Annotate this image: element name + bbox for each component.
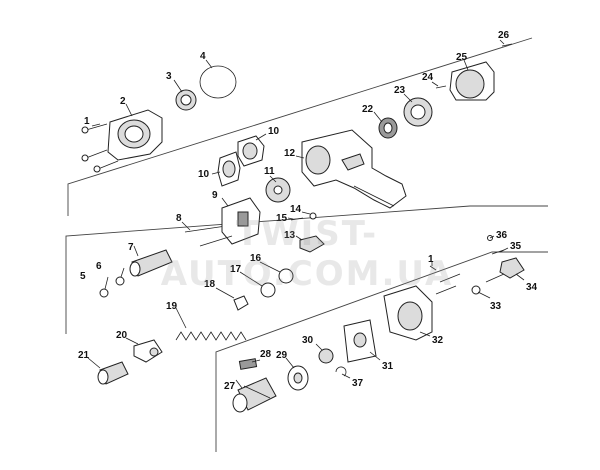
label-part-10-a: 10	[268, 126, 280, 137]
label-part-35: 35	[510, 241, 522, 252]
label-part-16: 16	[250, 253, 262, 264]
part-washer-30	[318, 348, 334, 364]
part-bushing-3	[175, 89, 197, 111]
label-part-15: 15	[276, 213, 288, 224]
label-part-11: 11	[264, 166, 275, 177]
label-part-10-b: 10	[198, 169, 210, 180]
label-part-1-right: 1	[428, 254, 434, 265]
part-rotor-27	[232, 377, 277, 413]
label-part-21: 21	[78, 350, 90, 361]
part-rear-plate-29	[287, 365, 309, 391]
label-part-14: 14	[290, 204, 302, 215]
part-end-housing-32	[383, 285, 433, 341]
label-part-24: 24	[422, 72, 434, 83]
part-sleeve-25	[449, 61, 495, 101]
label-part-7: 7	[128, 242, 134, 253]
group-frame-middle	[65, 205, 548, 334]
part-clip-37	[335, 366, 347, 377]
leader-lines	[87, 39, 525, 389]
part-screw-15	[290, 217, 304, 221]
label-part-32: 32	[432, 335, 444, 346]
label-part-22: 22	[362, 104, 374, 115]
label-part-36: 36	[496, 230, 508, 241]
label-part-19: 19	[166, 301, 178, 312]
part-reverse-knob-34	[485, 257, 525, 283]
label-part-3: 3	[166, 71, 172, 82]
part-filter-20	[133, 339, 163, 363]
part-pin-8	[184, 225, 227, 233]
part-air-inlet-21	[97, 361, 129, 385]
part-gasket-31	[343, 319, 377, 363]
label-part-23: 23	[394, 85, 406, 96]
label-part-28: 28	[260, 349, 272, 360]
part-blade-28	[238, 358, 258, 370]
label-part-8: 8	[176, 213, 182, 224]
part-washer-16	[278, 268, 294, 284]
label-part-6: 6	[96, 261, 102, 272]
label-part-26: 26	[498, 30, 510, 41]
label-part-9: 9	[212, 190, 218, 201]
label-part-25: 25	[456, 52, 468, 63]
part-spring-19	[175, 331, 247, 341]
part-pin-24	[435, 85, 447, 89]
part-hammer-cage-9	[199, 197, 261, 247]
label-part-29: 29	[276, 350, 288, 361]
part-screws-1	[81, 123, 119, 173]
part-trigger-13	[299, 235, 325, 253]
label-part-34: 34	[526, 282, 538, 293]
label-part-20: 20	[116, 330, 128, 341]
part-valve-stem-7	[129, 249, 173, 277]
label-part-18: 18	[204, 279, 216, 290]
label-part-13: 13	[284, 230, 296, 241]
part-o-ring-17	[260, 282, 276, 298]
part-main-housing-12	[301, 129, 407, 209]
part-screws-1-right	[429, 265, 461, 295]
part-bearing-22	[378, 117, 398, 139]
label-part-17: 17	[230, 264, 242, 275]
part-rear-cover-2	[107, 109, 163, 161]
label-part-37: 37	[352, 378, 364, 389]
label-part-12: 12	[284, 148, 296, 159]
part-pin-14	[309, 212, 317, 220]
part-ring-23	[403, 97, 433, 127]
group-frame-top	[67, 37, 533, 216]
part-spring-seat-18	[233, 295, 249, 311]
part-washer-6	[115, 276, 125, 286]
label-part-5: 5	[80, 271, 86, 282]
label-part-31: 31	[382, 361, 394, 372]
label-part-1: 1	[84, 116, 90, 127]
part-washer-11	[265, 177, 291, 203]
part-o-ring-4	[199, 65, 237, 99]
part-washer-5	[99, 288, 109, 298]
watermark: TWIST-AUTO.COM.UA	[160, 214, 454, 294]
group-frame-bottom	[215, 251, 548, 452]
label-part-33: 33	[490, 301, 502, 312]
label-part-30: 30	[302, 335, 314, 346]
label-part-27: 27	[224, 381, 236, 392]
label-part-4: 4	[200, 51, 206, 62]
part-pin-26	[501, 43, 513, 47]
label-part-2: 2	[120, 96, 126, 107]
part-hammers-10	[217, 135, 265, 187]
